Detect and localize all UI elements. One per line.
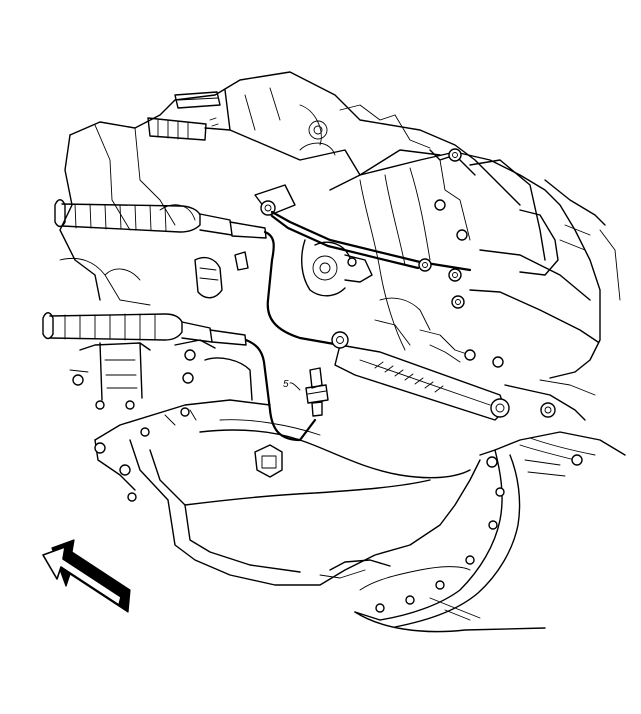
- transmission-pan-right: [354, 431, 626, 633]
- front-direction-arrow-icon: [42, 539, 131, 613]
- cooler-hose-upper: [54, 199, 267, 239]
- transmission-housing: [329, 148, 621, 379]
- mount-detail: [301, 239, 596, 421]
- bolt-top: [147, 91, 231, 141]
- oil-pan: [94, 399, 481, 586]
- block-features-left: [69, 251, 253, 410]
- callout-label-5: 5: [283, 379, 289, 390]
- fitting-5: [289, 367, 329, 417]
- cooler-hose-lower: [42, 312, 247, 346]
- cooler-lines: [244, 184, 472, 442]
- support-bracket: [331, 331, 510, 421]
